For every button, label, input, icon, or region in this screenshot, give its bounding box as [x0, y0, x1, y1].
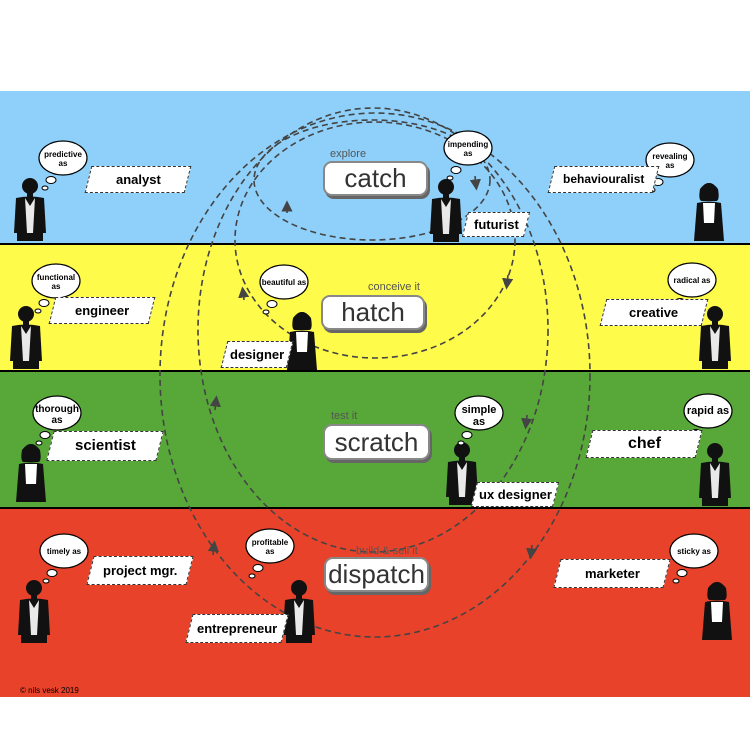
conceive-loop [234, 121, 516, 359]
explore-loop [253, 119, 491, 241]
marketer-thought: sticky as [677, 547, 711, 556]
project-mgr-figure [18, 580, 50, 643]
marketer-figure [702, 582, 732, 640]
marketer-label: marketer [553, 559, 671, 588]
ux-designer-label: ux designer [470, 482, 560, 507]
analyst-label: analyst [84, 166, 192, 193]
chef-figure [699, 443, 731, 506]
marketer-bubble [669, 533, 719, 584]
creative-thought: radical as [673, 276, 711, 285]
designer-label: designer [220, 341, 294, 368]
chef-label: chef [585, 430, 703, 458]
build-loop [159, 112, 591, 638]
entrepreneur-figure [283, 580, 315, 643]
analyst-figure [14, 178, 46, 241]
designer-bubble [259, 264, 309, 315]
project-mgr-bubble [39, 533, 89, 584]
loop-arrows [207, 175, 538, 560]
test-subtitle: test it [331, 410, 358, 422]
copyright-credit: © nils vesk 2019 [20, 686, 79, 695]
scientist-figure [16, 444, 46, 502]
engineer-figure [10, 306, 42, 369]
chef-thought: rapid as [686, 405, 730, 417]
dispatch-title: dispatch [324, 557, 429, 592]
behaviouralist-label: behaviouralist [547, 166, 660, 193]
futurist-figure [430, 179, 462, 242]
engineer-label: engineer [48, 297, 156, 324]
build-band [0, 507, 750, 697]
test-loop [197, 107, 549, 553]
futurist-label: futurist [461, 212, 531, 237]
hatch-title: hatch [321, 295, 425, 330]
project-mgr-label: project mgr. [86, 556, 194, 585]
scientist-label: scientist [46, 431, 164, 461]
designer-thought: beautiful as [261, 278, 307, 287]
scratch-title: scratch [323, 424, 430, 460]
explore-subtitle: explore [330, 148, 367, 160]
catch-title: catch [323, 161, 428, 196]
behaviouralist-figure [694, 183, 724, 241]
conceive-subtitle: conceive it [368, 281, 420, 293]
project-mgr-thought: timely as [46, 547, 82, 556]
creative-label: creative [599, 299, 709, 326]
build-subtitle: build & sell it [356, 545, 418, 557]
process-loops [159, 107, 591, 638]
entrepreneur-label: entrepreneur [185, 614, 289, 643]
